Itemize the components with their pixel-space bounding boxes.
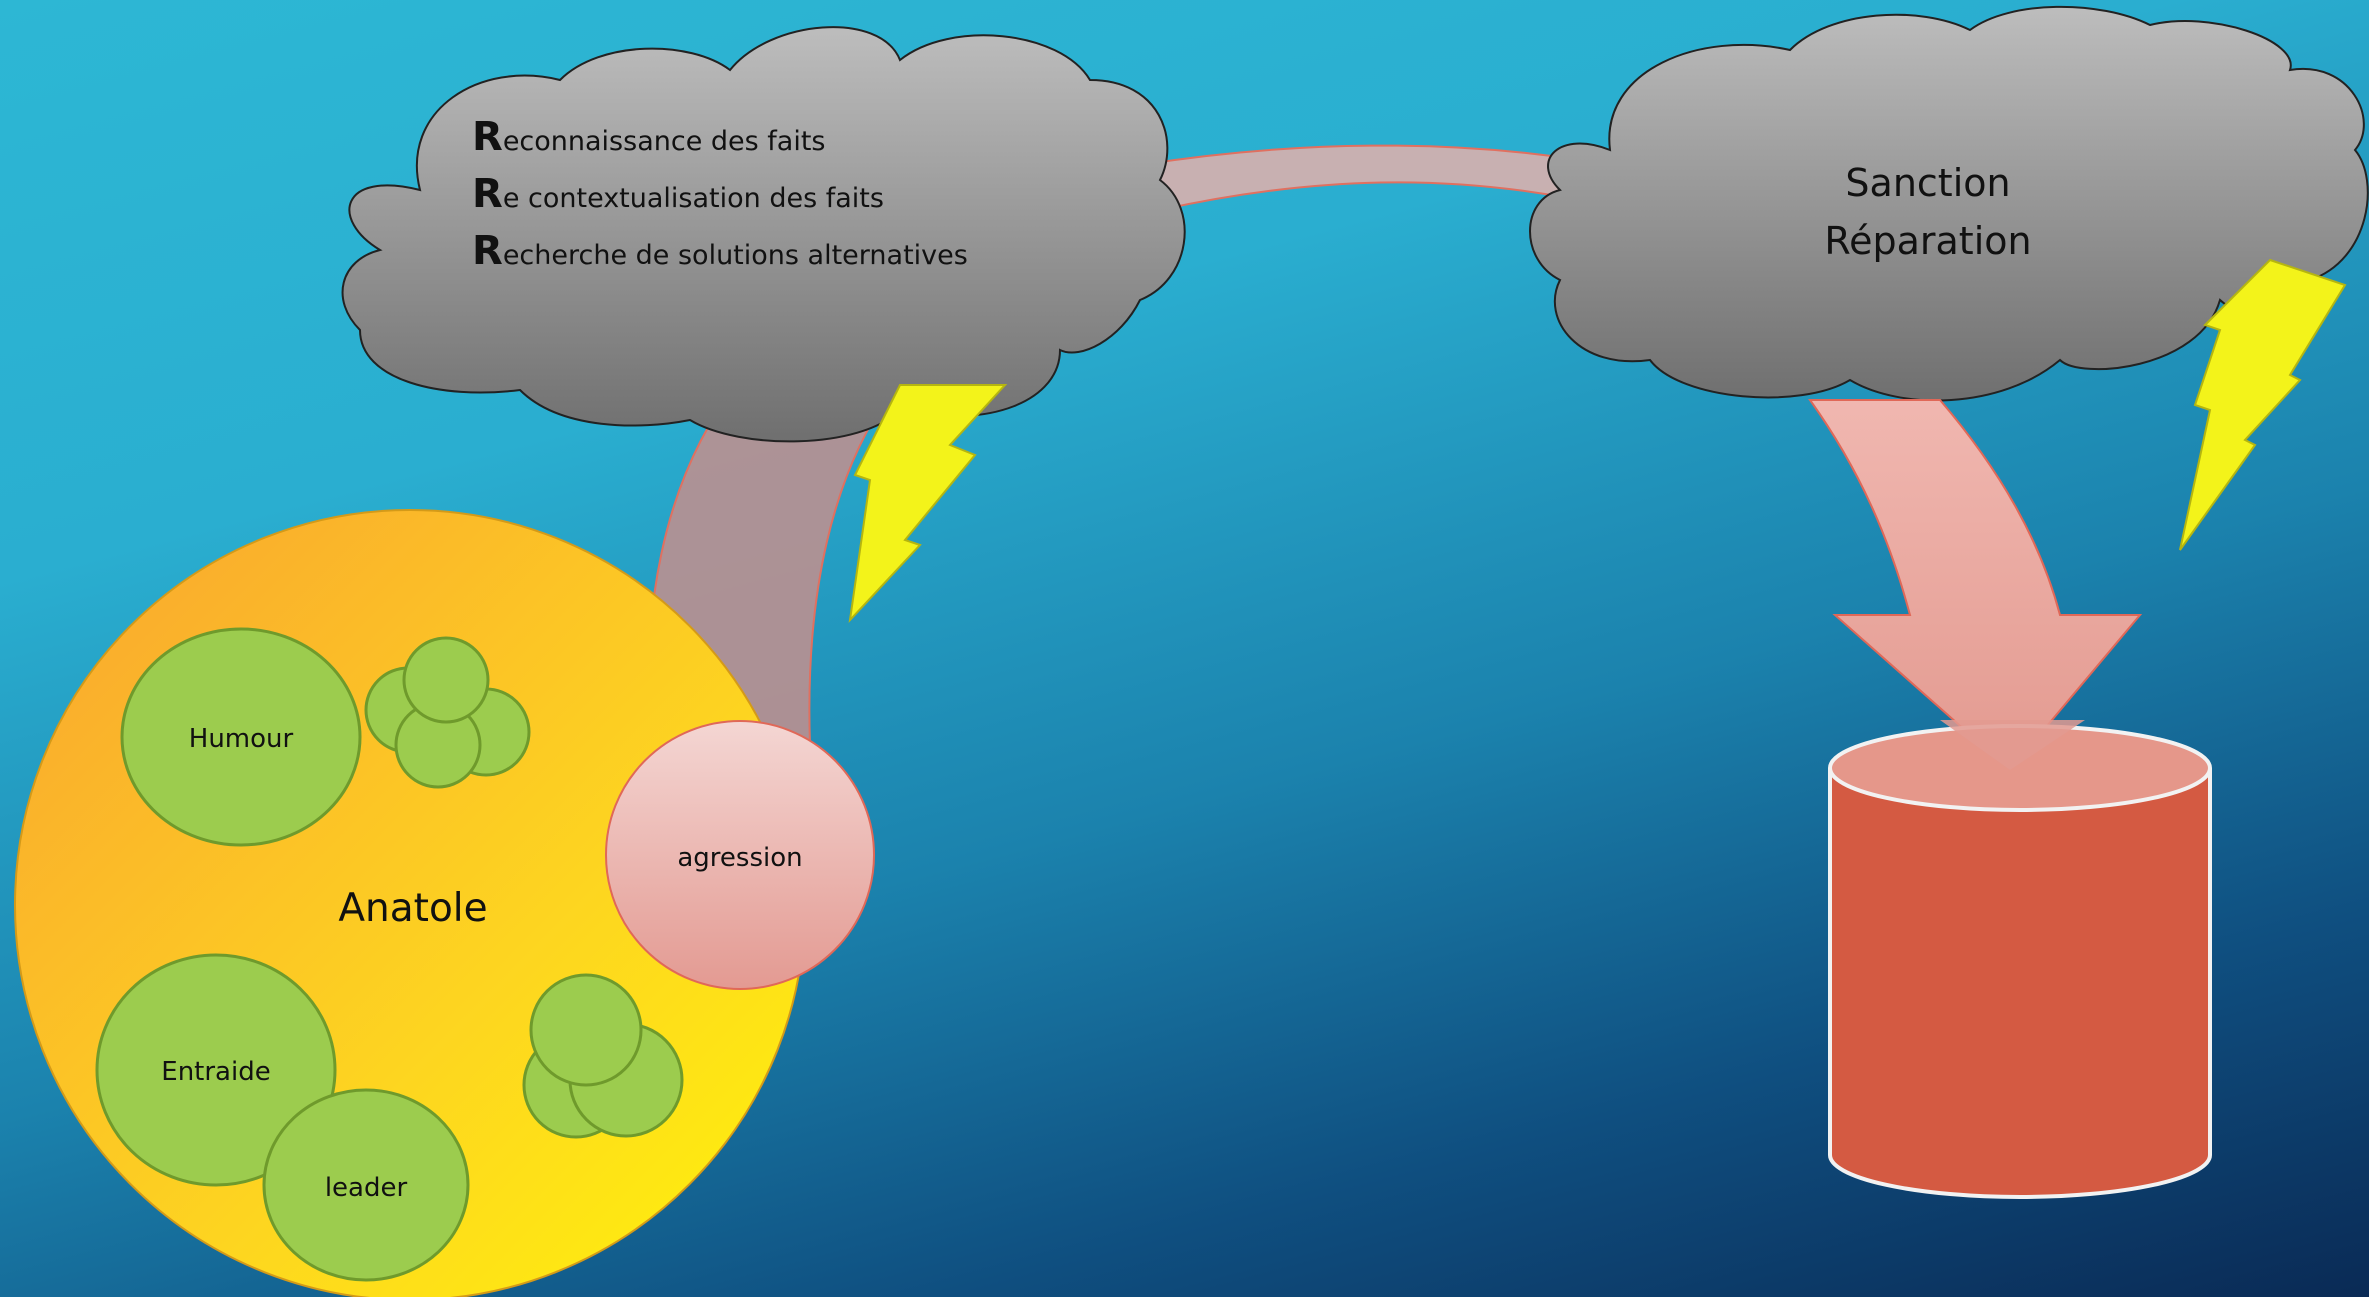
cloud-right-line-1: Sanction [1845,161,2010,205]
cloud-right-line-2: Réparation [1824,219,2031,263]
cloud-left-line-1-initial: R [472,114,503,160]
person-name: Anatole [338,886,487,931]
cloud-left [343,27,1185,441]
cloud-left-line-2-initial: R [472,171,503,217]
arc-between-clouds [1140,146,1580,210]
trait-humour-label: Humour [189,724,294,754]
cloud-left-line-1-rest: econnaissance des faits [503,126,826,157]
bucket-cylinder [1830,726,2210,1197]
cloud-left-line-3-rest: echerche de solutions alternatives [503,240,968,271]
trait-leader-label: leader [325,1173,408,1203]
event-label: agression [677,843,802,873]
cloud-left-line-2-rest: e contextualisation des faits [503,183,884,214]
arrow-to-bucket [1810,400,2140,770]
trait-entraide-label: Entraide [161,1057,270,1087]
cloud-left-line-3-initial: R [472,228,503,274]
